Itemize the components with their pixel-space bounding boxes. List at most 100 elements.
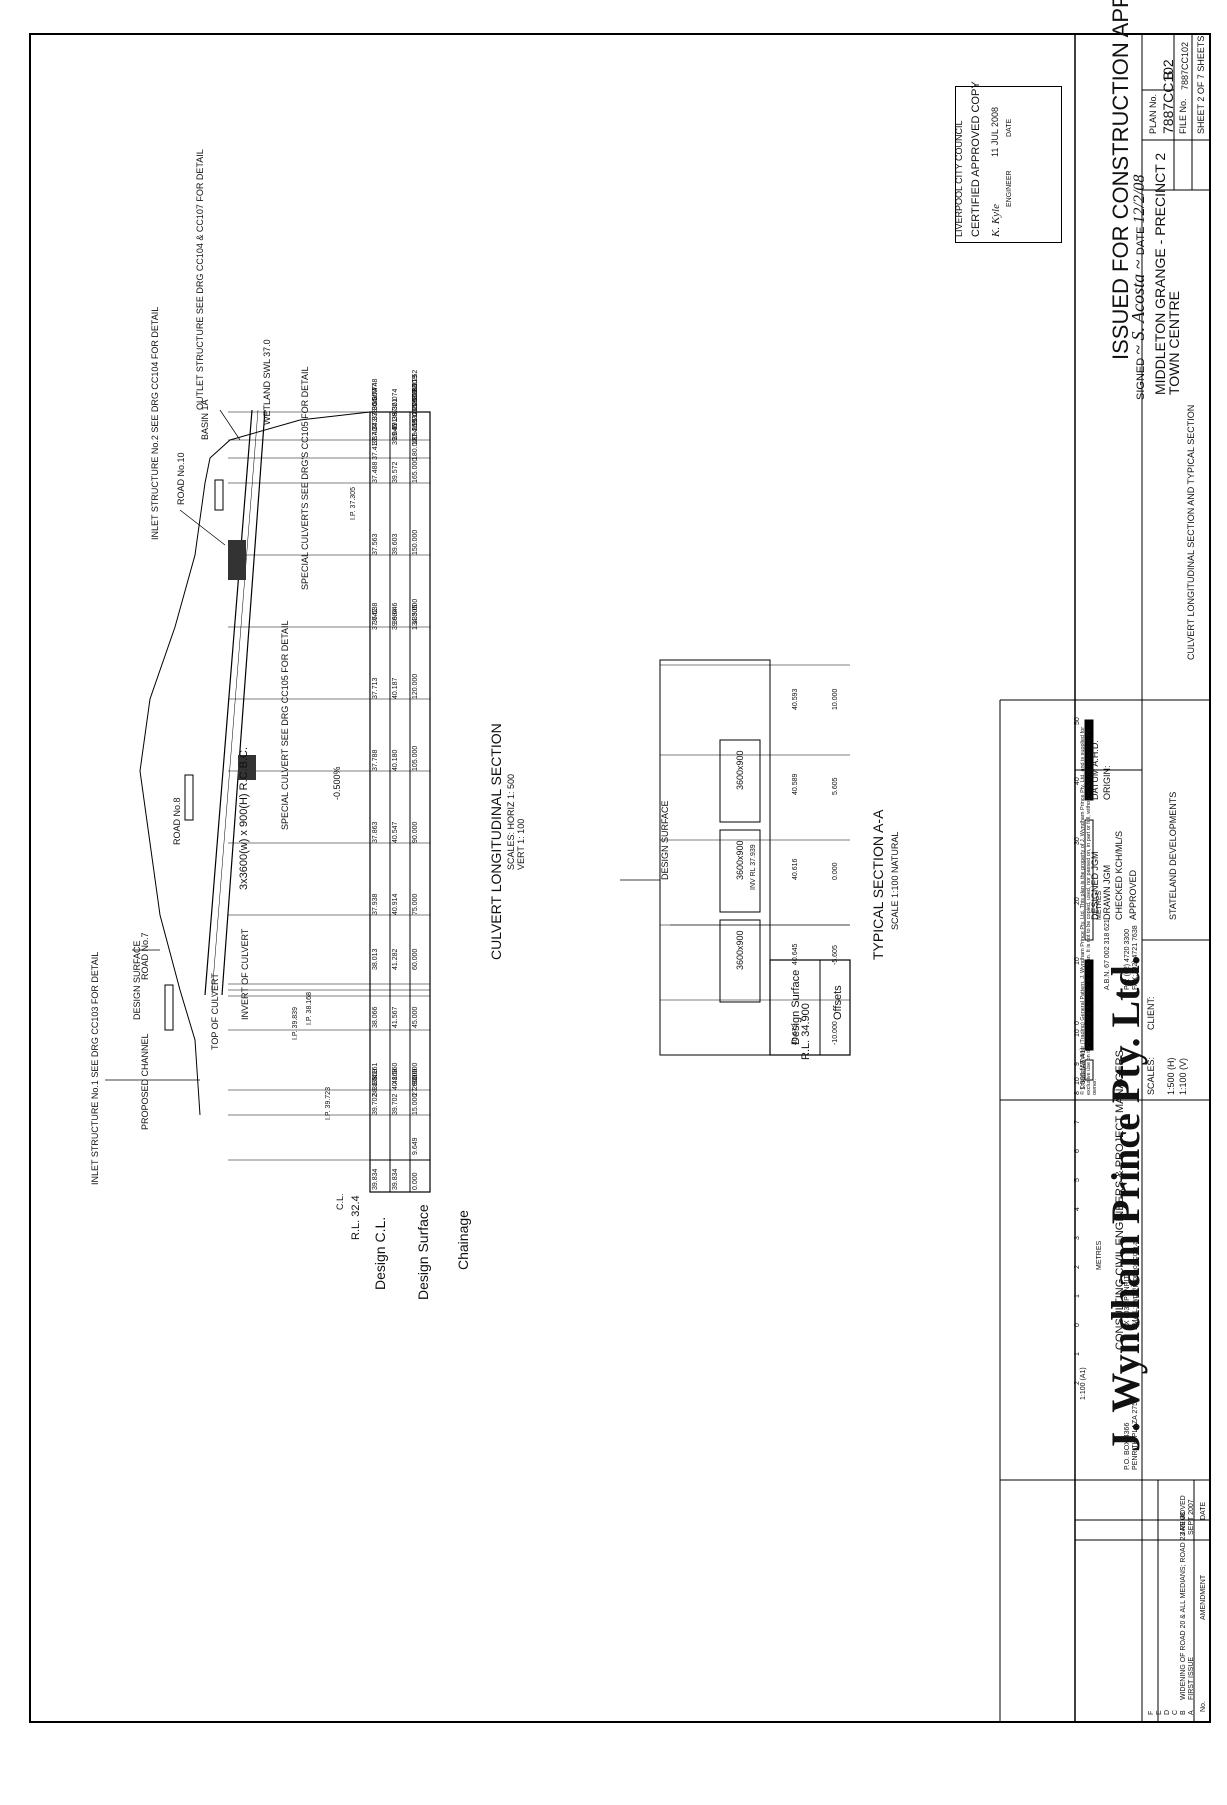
chainage-value: 213.252 bbox=[412, 369, 419, 395]
row-chainage: Chainage bbox=[455, 1210, 471, 1270]
chainage-value: 9.649 bbox=[412, 1137, 419, 1155]
stamp-council: LIVERPOOL CITY COUNCIL bbox=[954, 120, 964, 237]
chainage-value: 60.000 bbox=[412, 948, 419, 970]
typical-design-surface-label: DESIGN SURFACE bbox=[660, 800, 670, 880]
culvert-size-label: 3x3600(w) x 900(H) R.C.B.C. bbox=[238, 746, 250, 890]
chainage-value: 135.000 bbox=[412, 598, 419, 624]
company-dx: DX 8032 PENRITH bbox=[1124, 1270, 1131, 1330]
scale-units-1: METRES bbox=[1096, 1240, 1103, 1270]
chainage-value: 15.000 bbox=[412, 1093, 419, 1115]
rev-header-amendment: AMENDMENT bbox=[1200, 1574, 1207, 1620]
scale-v: 1:100 (V) bbox=[1178, 1057, 1188, 1095]
ip-label-4: I.P. 37.305 bbox=[350, 487, 357, 520]
scale-units-2: METRES bbox=[1096, 890, 1103, 920]
scale-tick: 40 bbox=[1074, 777, 1081, 785]
plan-no-label: PLAN No. bbox=[1148, 93, 1158, 134]
special-culvert-2: SPECIAL CULVERTS SEE DRG'S CC105 FOR DET… bbox=[300, 366, 310, 590]
design-cl-value: 37.713 bbox=[372, 677, 379, 699]
scale-tick: 10 bbox=[1074, 957, 1081, 965]
stamp-signature: K. Kyle bbox=[990, 204, 1002, 237]
scale-h: 1:500 (H) bbox=[1166, 1057, 1176, 1095]
typical-cell-1: 3600x900 bbox=[735, 930, 745, 970]
scale-tick: 5 bbox=[1074, 1178, 1081, 1182]
company-abn: A.B.N. 67 002 318 621 bbox=[1104, 919, 1111, 990]
signed-label-text: SIGNED bbox=[1135, 357, 1147, 400]
drawn: DRAWN JGM bbox=[1102, 864, 1112, 920]
drawing-title: CULVERT LONGITUDINAL SECTION AND TYPICAL… bbox=[1186, 404, 1196, 660]
design-surface-value: 39.572 bbox=[392, 461, 399, 483]
design-cl-value: 37.488 bbox=[372, 461, 379, 483]
offset-value: -10.000 bbox=[832, 1021, 839, 1045]
outlet-label: OUTLET STRUCTURE SEE DRG CC104 & CC107 F… bbox=[195, 149, 205, 410]
special-culvert-1: SPECIAL CULVERT SEE DRG CC105 FOR DETAIL bbox=[280, 620, 290, 830]
ip-label-1: I.P. 39.723 bbox=[325, 1087, 332, 1120]
top-culvert-label: TOP OF CULVERT bbox=[210, 973, 220, 1050]
date-label: DATE bbox=[1135, 226, 1147, 256]
typical-row-offsets: Offsets bbox=[832, 985, 844, 1020]
stamp-date-label: DATE bbox=[1006, 118, 1013, 137]
design-cl-value: 38.161 bbox=[372, 1062, 379, 1084]
company-email: EMAIL: jwp@jwprince.com.au bbox=[1132, 1236, 1139, 1330]
design-surface-value: 40.914 bbox=[392, 893, 399, 915]
chainage-value: 90.000 bbox=[412, 821, 419, 843]
rev-letter-e: E bbox=[1156, 1710, 1163, 1715]
company-address1: P.O. BOX 4366 bbox=[1124, 1422, 1131, 1470]
rev-header-date: DATE bbox=[1200, 1501, 1207, 1520]
row-design-cl: Design C.L. bbox=[372, 1216, 388, 1290]
design-surface-value: 40.547 bbox=[392, 821, 399, 843]
design-cl-value: 38.013 bbox=[372, 948, 379, 970]
surface-value: 40.589 bbox=[792, 773, 799, 795]
checked: CHECKED KCH/ML/S bbox=[1114, 830, 1124, 920]
scale-tick: 8 bbox=[1074, 1091, 1081, 1095]
surface-value: 40.672 bbox=[792, 1023, 799, 1045]
signed-date: 12/2/08 bbox=[1131, 174, 1148, 224]
design-cl-value: 35.748 bbox=[372, 378, 379, 400]
row-design-surface: Design Surface bbox=[415, 1204, 431, 1300]
stamp-text: CERTIFIED APPROVED COPY bbox=[970, 81, 982, 237]
proposed-channel-label: PROPOSED CHANNEL bbox=[140, 1033, 150, 1130]
revision-letter: B bbox=[1160, 70, 1176, 80]
typical-invert: INV RL 37.939 bbox=[750, 844, 757, 890]
design-surface-value: 39.702 bbox=[392, 1093, 399, 1115]
inlet1-label: INLET STRUCTURE No.1 SEE DRG CC103 FOR D… bbox=[90, 951, 100, 1185]
offset-value: -5.605 bbox=[832, 945, 839, 965]
scale-tick: 1 bbox=[1074, 1352, 1081, 1356]
chainage-value: 105.000 bbox=[412, 745, 419, 771]
stamp-engineer: ENGINEER bbox=[1006, 170, 1013, 207]
surface-value: 40.593 bbox=[792, 688, 799, 710]
file-number: 7887CC102 bbox=[1180, 41, 1190, 90]
scale-label-right: 1:500 (AT A1) bbox=[1080, 1047, 1087, 1090]
chainage-value: 0.000 bbox=[412, 1172, 419, 1190]
design-surface-value: 36.074 bbox=[392, 388, 399, 410]
company-phone: PH: (02) 4720 3300 bbox=[1124, 928, 1131, 990]
design-surface-value: 40.180 bbox=[392, 749, 399, 771]
rev-letter-c: C bbox=[1172, 1709, 1179, 1715]
design-surface-value: 41.282 bbox=[392, 948, 399, 970]
ip-label-3: I.P. 38.168 bbox=[306, 992, 313, 1025]
scale-tick: 6 bbox=[1074, 1149, 1081, 1153]
sheet-number: SHEET 2 OF 7 SHEETS bbox=[1196, 35, 1206, 134]
design-surface-value: 40.187 bbox=[392, 677, 399, 699]
client-name: STATELAND DEVELOPMENTS bbox=[1168, 791, 1178, 920]
surface-value: 40.616 bbox=[792, 858, 799, 880]
typical-cell-2: 3600x900 bbox=[735, 840, 745, 880]
scale-tick: 10 bbox=[1074, 1077, 1081, 1085]
offset-value: 10.000 bbox=[832, 688, 839, 710]
design-surface-value: 39.646 bbox=[392, 602, 399, 624]
file-no-label: FILE No. bbox=[1178, 98, 1188, 134]
road8-label: ROAD No.8 bbox=[172, 797, 182, 845]
scale-tick: 10 bbox=[1074, 1029, 1081, 1037]
design-cl-value: 37.638 bbox=[372, 602, 379, 624]
typical-cell-3: 3600x900 bbox=[735, 750, 745, 790]
company-address2: PENRITH PLAZA 2750 bbox=[1132, 1398, 1139, 1470]
origin: ORIGIN: bbox=[1102, 765, 1112, 800]
rev-letter-d: D bbox=[1164, 1709, 1171, 1715]
rev-b-no: B bbox=[1180, 1710, 1187, 1715]
scale-tick: 1 bbox=[1074, 1294, 1081, 1298]
offset-value: 5.605 bbox=[832, 777, 839, 795]
chainage-value: 150.000 bbox=[412, 529, 419, 555]
scale-tick: 20 bbox=[1074, 897, 1081, 905]
scale-tick: 2 bbox=[1074, 1381, 1081, 1385]
scale-tick: 4 bbox=[1074, 1207, 1081, 1211]
